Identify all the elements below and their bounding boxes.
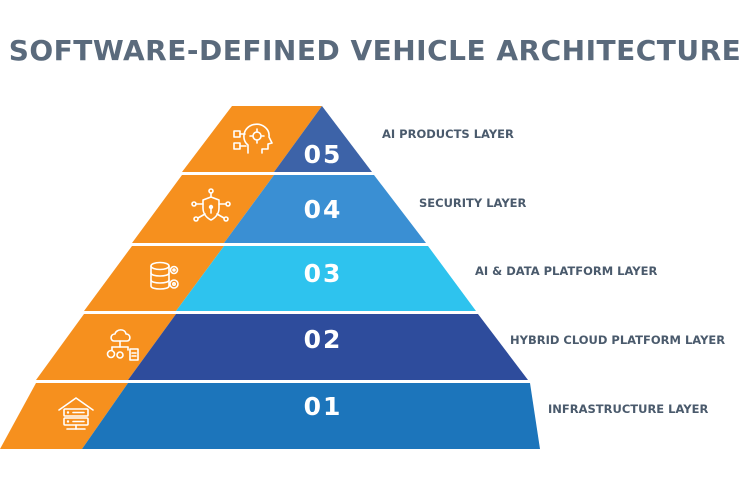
layer-02-side-panel bbox=[36, 314, 176, 380]
shield-network-icon bbox=[191, 188, 231, 222]
layer-03-label: AI & DATA PLATFORM LAYER bbox=[475, 264, 657, 278]
layer-04-label: SECURITY LAYER bbox=[419, 196, 527, 210]
page-title: SOFTWARE-DEFINED VEHICLE ARCHITECTURE bbox=[8, 34, 742, 67]
layer-03-band bbox=[176, 246, 476, 311]
layer-04: 04 SECURITY LAYER bbox=[132, 175, 527, 243]
layer-05-side-panel bbox=[182, 106, 322, 172]
layer-03: 03 AI & DATA PLATFORM LAYER bbox=[84, 246, 657, 311]
layer-04-band bbox=[224, 175, 426, 243]
database-gear-icon bbox=[150, 261, 179, 290]
layer-05-number: 05 bbox=[304, 140, 343, 169]
layer-05-label: AI PRODUCTS LAYER bbox=[382, 127, 514, 141]
layer-05-band bbox=[274, 106, 372, 172]
layer-01: 01 INFRASTRUCTURE LAYER bbox=[0, 383, 708, 449]
layer-01-band bbox=[82, 383, 540, 449]
ai-head-icon bbox=[233, 123, 273, 154]
layer-02: 02 HYBRID CLOUD PLATFORM LAYER bbox=[36, 314, 725, 380]
layer-02-label: HYBRID CLOUD PLATFORM LAYER bbox=[510, 333, 725, 347]
layer-05: 05 AI PRODUCTS LAYER bbox=[182, 106, 514, 172]
layer-04-number: 04 bbox=[304, 195, 343, 224]
layer-02-number: 02 bbox=[304, 325, 343, 354]
layer-01-label: INFRASTRUCTURE LAYER bbox=[548, 402, 708, 416]
server-house-icon bbox=[58, 397, 94, 430]
layer-01-number: 01 bbox=[304, 392, 343, 421]
layer-03-side-panel bbox=[84, 246, 224, 311]
cloud-network-icon bbox=[106, 329, 139, 361]
layer-02-band bbox=[128, 314, 528, 380]
layer-03-number: 03 bbox=[304, 259, 343, 288]
